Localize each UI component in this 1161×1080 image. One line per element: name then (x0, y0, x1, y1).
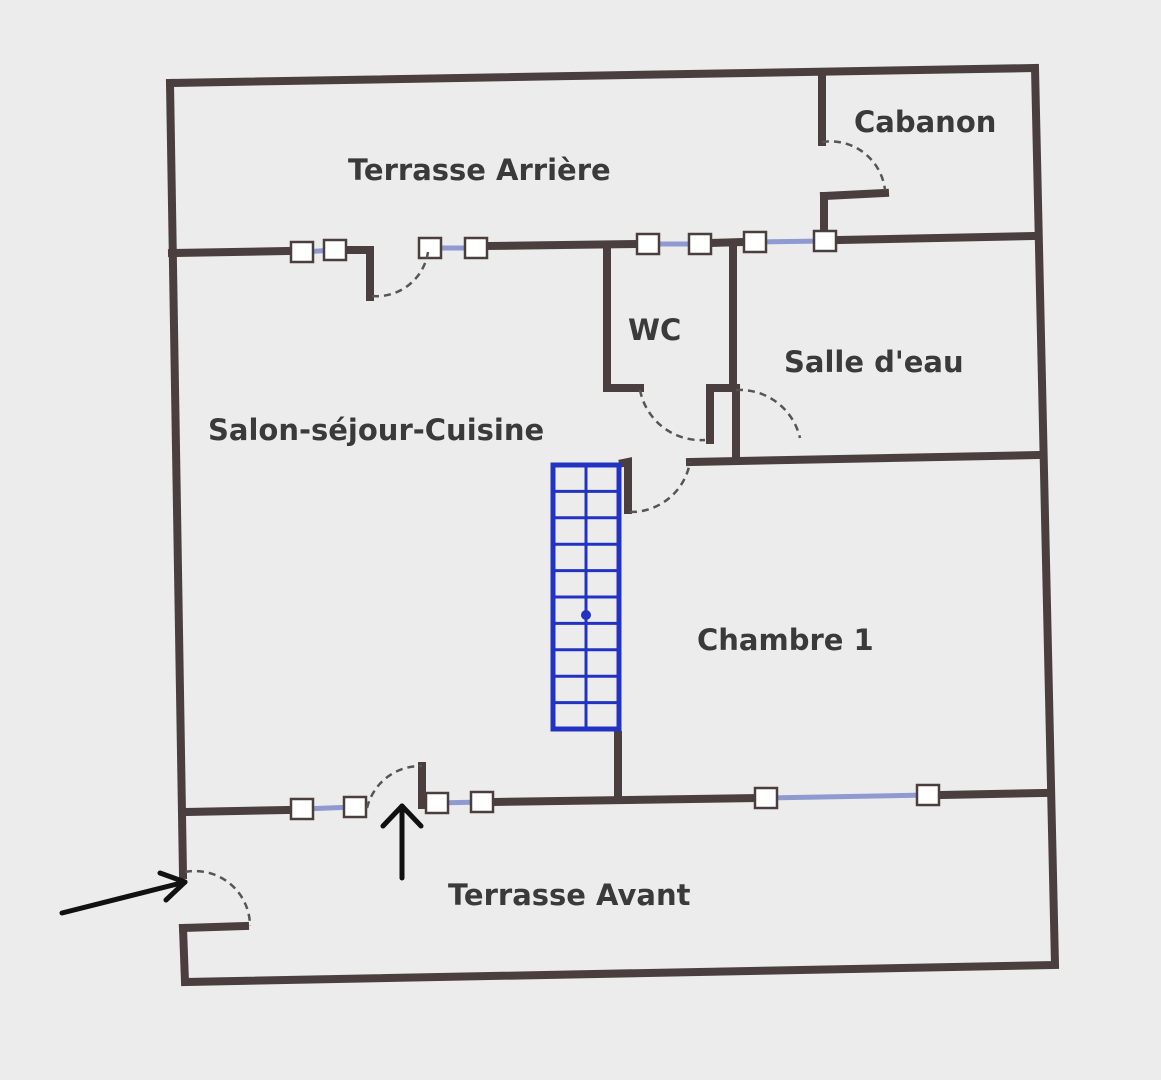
label-terrasse-avant: Terrasse Avant (448, 878, 691, 912)
door-swing-icon (638, 389, 706, 442)
door-swing-icon (184, 869, 252, 927)
wall-chambre-left (618, 457, 632, 514)
arrow-icon (380, 803, 424, 881)
window-icon (289, 238, 348, 264)
outer-wall-left (165, 78, 188, 880)
window-icon (742, 229, 838, 254)
entrance-arrows (59, 803, 424, 916)
window-icon (424, 790, 495, 815)
wall-rear-5 (833, 231, 1040, 245)
door-swing-icon (735, 388, 802, 439)
door-swing-icon (629, 461, 692, 514)
label-chambre-1: Chambre 1 (697, 623, 874, 657)
window-icon (417, 236, 489, 260)
wall-chambre-top (685, 450, 1045, 467)
label-salon-sejour-cuisine: Salon-séjour-Cuisine (208, 413, 544, 447)
window-icon (753, 783, 941, 810)
arrow-icon (59, 870, 188, 916)
wall-wc-left (603, 244, 644, 392)
label-terrasse-arriere: Terrasse Arrière (348, 153, 611, 187)
wall-front-1 (180, 805, 295, 817)
label-wc: WC (628, 313, 681, 347)
staircase-icon (550, 462, 622, 732)
label-salle-deau: Salle d'eau (784, 345, 964, 379)
door-swing-icon (371, 251, 430, 298)
room-labels: Terrasse Arrière Cabanon WC Salle d'eau … (208, 105, 996, 912)
door-swing-icon (365, 764, 423, 809)
window-icon (635, 232, 713, 256)
wall-wc-right (706, 242, 737, 444)
walls (165, 63, 1060, 987)
windows (289, 229, 941, 821)
label-cabanon: Cabanon (854, 105, 996, 139)
wall-rear-3 (485, 239, 642, 251)
wall-rear-4 (705, 237, 748, 248)
wall-front-3 (935, 788, 1050, 800)
window-icon (289, 795, 368, 821)
outer-wall (165, 63, 1060, 987)
wall-entry-stub (178, 921, 250, 933)
doors (184, 140, 887, 927)
wall-rear-1 (167, 246, 295, 258)
door-swing-icon (821, 140, 887, 191)
wall-cabanon-bottom (819, 188, 890, 236)
wall-front-2 (490, 793, 760, 807)
